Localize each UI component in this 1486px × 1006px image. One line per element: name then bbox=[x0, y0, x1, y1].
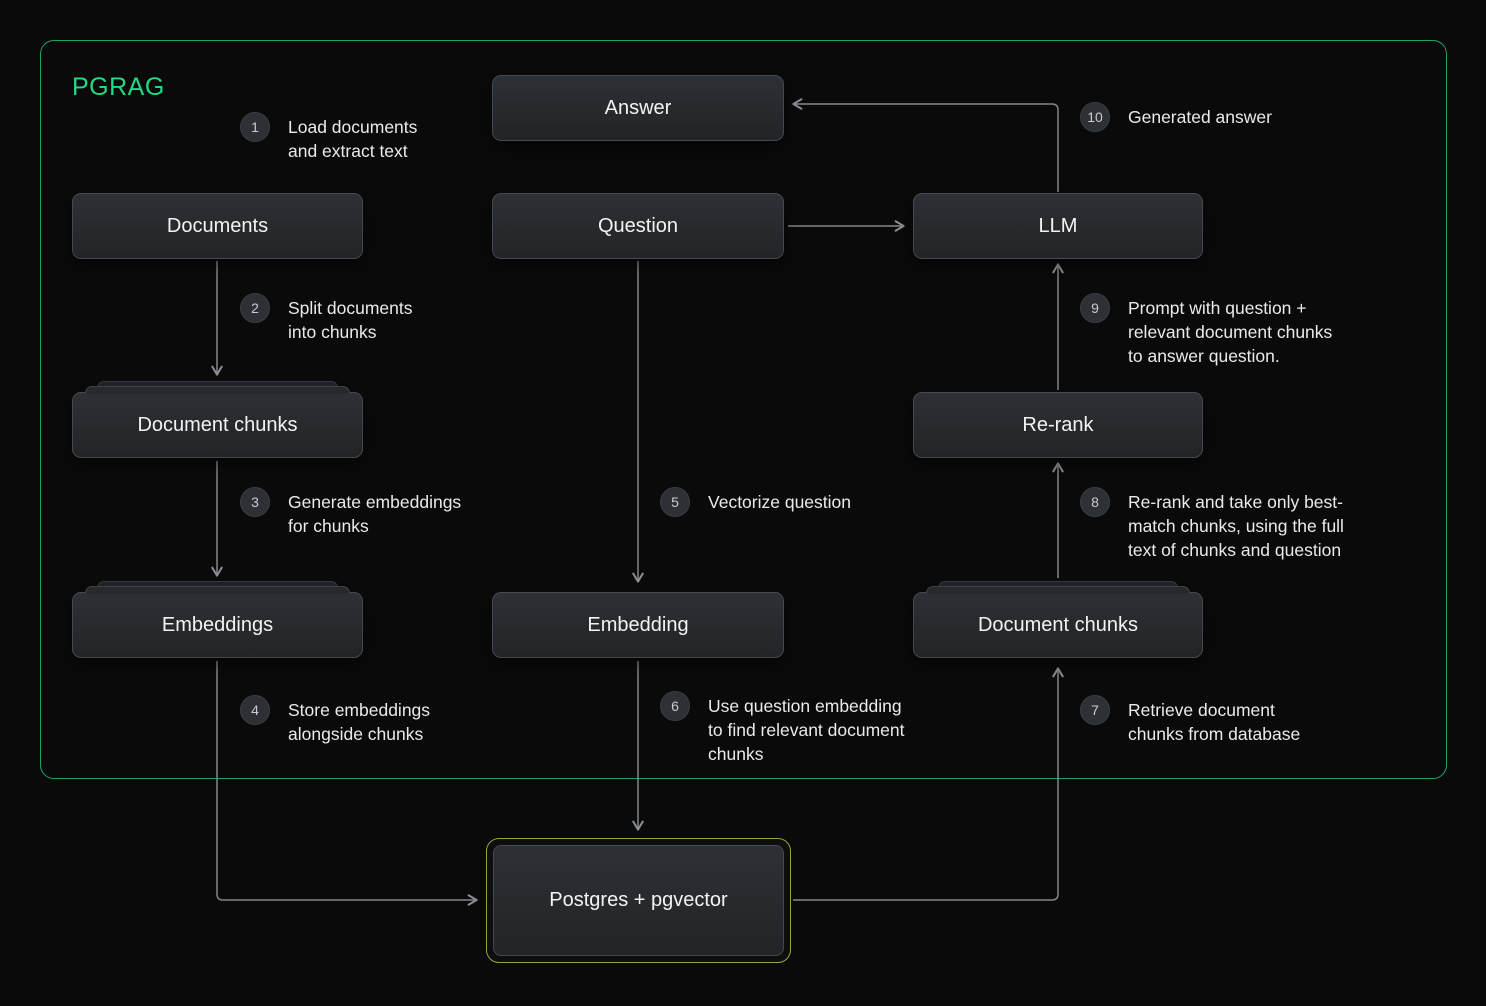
step-8: 8 Re-rank and take only best- match chun… bbox=[1080, 487, 1344, 562]
node-postgres-outline: Postgres + pgvector bbox=[486, 838, 791, 963]
step-4-badge: 4 bbox=[240, 695, 270, 725]
step-2-badge: 2 bbox=[240, 293, 270, 323]
step-3: 3 Generate embeddings for chunks bbox=[240, 487, 461, 538]
step-8-text: Re-rank and take only best- match chunks… bbox=[1128, 492, 1344, 560]
node-embedding: Embedding bbox=[492, 592, 784, 658]
step-3-text: Generate embeddings for chunks bbox=[288, 492, 462, 536]
step-2: 2 Split documents into chunks bbox=[240, 293, 413, 344]
arrow-embeddings-to-postgres bbox=[216, 661, 478, 906]
step-7: 7 Retrieve document chunks from database bbox=[1080, 695, 1300, 746]
step-4-text: Store embeddings alongside chunks bbox=[288, 700, 431, 744]
step-7-text: Retrieve document chunks from database bbox=[1128, 700, 1301, 744]
step-4: 4 Store embeddings alongside chunks bbox=[240, 695, 430, 746]
node-question: Question bbox=[492, 193, 784, 259]
step-1: 1 Load documents and extract text bbox=[240, 112, 417, 163]
node-postgres: Postgres + pgvector bbox=[493, 845, 784, 956]
node-document-chunks-left: Document chunks bbox=[72, 381, 363, 458]
node-re-rank: Re-rank bbox=[913, 392, 1203, 458]
step-10-text: Generated answer bbox=[1128, 107, 1272, 127]
step-6-badge: 6 bbox=[660, 691, 690, 721]
step-9-text: Prompt with question + relevant document… bbox=[1128, 298, 1333, 366]
arrow-postgres-to-chunks bbox=[793, 667, 1064, 901]
step-10: 10 Generated answer bbox=[1080, 102, 1272, 132]
node-llm: LLM bbox=[913, 193, 1203, 259]
node-answer: Answer bbox=[492, 75, 784, 141]
diagram-frame bbox=[40, 40, 1447, 779]
diagram-title: PGRAG bbox=[72, 73, 165, 101]
step-9-badge: 9 bbox=[1080, 293, 1110, 323]
step-5-badge: 5 bbox=[660, 487, 690, 517]
arrow-llm-to-answer bbox=[792, 98, 1059, 192]
step-1-badge: 1 bbox=[240, 112, 270, 142]
step-1-text: Load documents and extract text bbox=[288, 117, 418, 161]
step-9: 9 Prompt with question + relevant docume… bbox=[1080, 293, 1332, 368]
step-8-badge: 8 bbox=[1080, 487, 1110, 517]
step-7-badge: 7 bbox=[1080, 695, 1110, 725]
step-10-badge: 10 bbox=[1080, 102, 1110, 132]
step-2-text: Split documents into chunks bbox=[288, 298, 413, 342]
step-6-text: Use question embedding to find relevant … bbox=[708, 696, 905, 764]
node-document-chunks-right: Document chunks bbox=[913, 581, 1203, 658]
step-6: 6 Use question embedding to find relevan… bbox=[660, 691, 905, 766]
step-5-text: Vectorize question bbox=[708, 492, 852, 512]
node-embeddings: Embeddings bbox=[72, 581, 363, 658]
step-3-badge: 3 bbox=[240, 487, 270, 517]
node-documents: Documents bbox=[72, 193, 363, 259]
step-5: 5 Vectorize question bbox=[660, 487, 851, 517]
